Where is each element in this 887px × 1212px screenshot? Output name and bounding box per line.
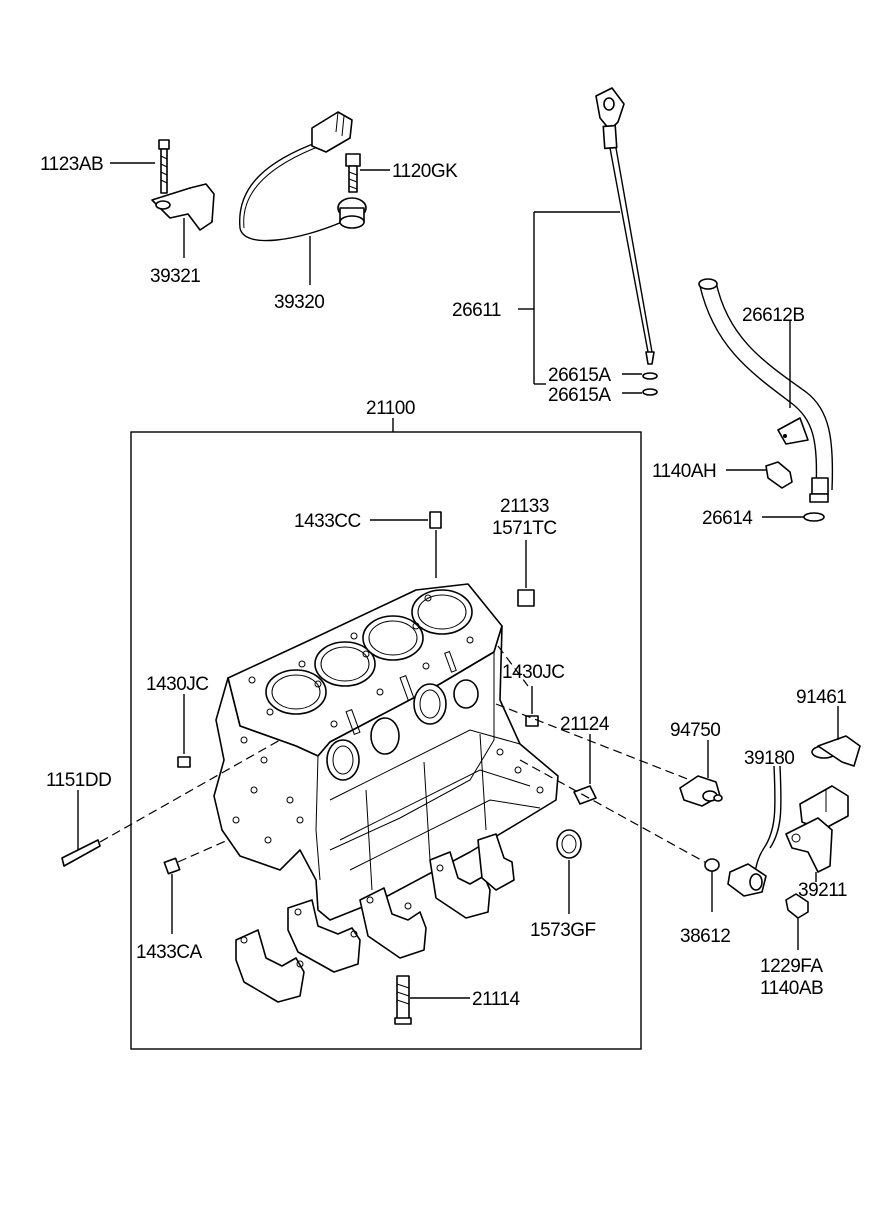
label-26614: 26614 bbox=[702, 508, 753, 529]
main-bearing-caps bbox=[235, 833, 515, 1003]
cylinder-block-assembly-frame bbox=[130, 431, 642, 1050]
label-1430JC-left: 1430JC bbox=[146, 674, 209, 695]
small-block-parts bbox=[61, 511, 597, 1025]
oil-level-gauge-26611 bbox=[518, 87, 658, 396]
oil-level-gauge-guide-26612B bbox=[698, 278, 834, 522]
label-21124: 21124 bbox=[560, 714, 610, 735]
label-26615A-bottom: 26615A bbox=[548, 385, 611, 406]
bracket-39321 bbox=[110, 139, 215, 258]
label-1433CC: 1433CC bbox=[294, 511, 361, 532]
label-1573GF: 1573GF bbox=[530, 920, 596, 941]
label-21114: 21114 bbox=[472, 989, 520, 1010]
label-39321: 39321 bbox=[150, 266, 200, 287]
label-1140AB: 1140AB bbox=[760, 978, 823, 999]
label-26612B: 26612B bbox=[742, 305, 805, 326]
label-26615A-top: 26615A bbox=[548, 365, 611, 386]
label-1571TC: 1571TC bbox=[492, 518, 557, 539]
knock-sensor-39320 bbox=[239, 111, 367, 285]
label-94750: 94750 bbox=[670, 720, 720, 741]
label-39320: 39320 bbox=[274, 292, 324, 313]
label-21100: 21100 bbox=[366, 398, 415, 419]
oil-pressure-switch-94750 bbox=[679, 740, 723, 807]
bolt-1120GK bbox=[345, 153, 390, 193]
label-39180: 39180 bbox=[744, 748, 794, 769]
label-39211: 39211 bbox=[798, 880, 847, 901]
label-38612: 38612 bbox=[680, 926, 730, 947]
label-1140AH: 1140AH bbox=[652, 461, 716, 482]
label-1120GK: 1120GK bbox=[392, 161, 458, 182]
cylinder-block-21100 bbox=[213, 583, 559, 921]
label-1229FA: 1229FA bbox=[760, 956, 823, 977]
label-91461: 91461 bbox=[796, 687, 846, 708]
label-1151DD: 1151DD bbox=[46, 770, 111, 791]
label-1433CA: 1433CA bbox=[136, 942, 202, 963]
label-1123AB: 1123AB bbox=[40, 154, 103, 175]
crank-position-sensor-39180 bbox=[704, 765, 849, 950]
label-21133: 21133 bbox=[500, 496, 549, 517]
label-1430JC-right: 1430JC bbox=[502, 662, 565, 683]
label-26611: 26611 bbox=[452, 300, 501, 321]
clip-91461 bbox=[811, 706, 861, 767]
